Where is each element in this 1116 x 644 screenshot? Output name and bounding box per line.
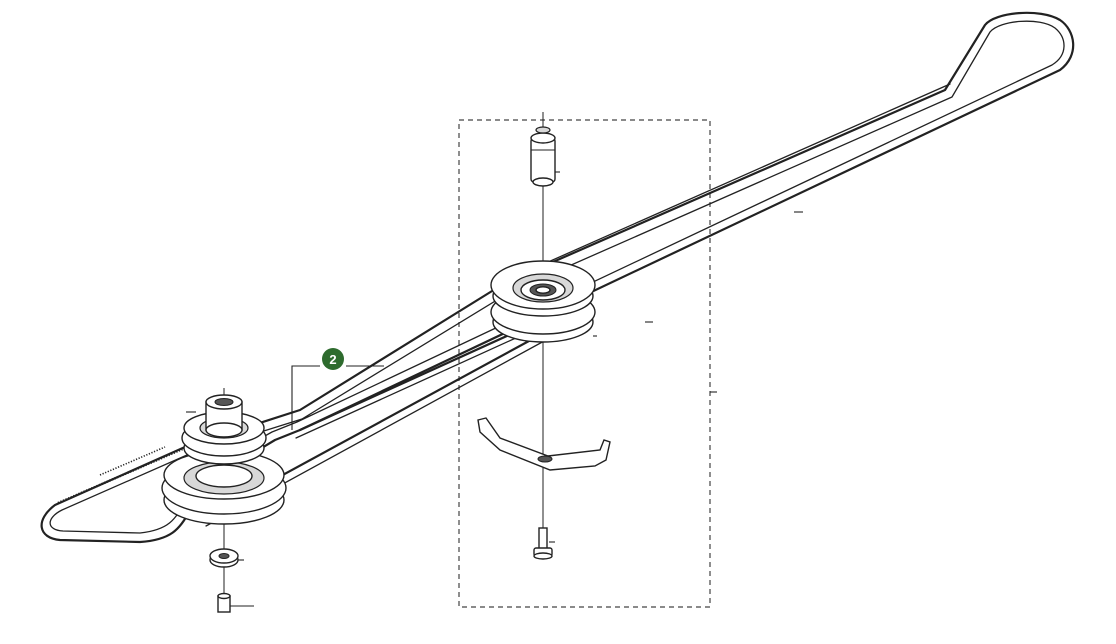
washer bbox=[209, 548, 239, 568]
belt-teeth bbox=[57, 446, 186, 505]
drive-belt bbox=[40, 11, 1075, 544]
belt-guide-bracket bbox=[477, 417, 611, 471]
callout-badge: 2 bbox=[322, 348, 344, 370]
bracket-screw bbox=[533, 527, 553, 560]
idler-bolt bbox=[530, 126, 556, 187]
idler-assembly-group-box bbox=[458, 119, 711, 608]
engine-pulley-bolt bbox=[217, 592, 231, 613]
engine-pulley-stack bbox=[161, 394, 287, 525]
callout-number: 2 bbox=[329, 352, 336, 367]
idler-pulley bbox=[490, 260, 596, 343]
